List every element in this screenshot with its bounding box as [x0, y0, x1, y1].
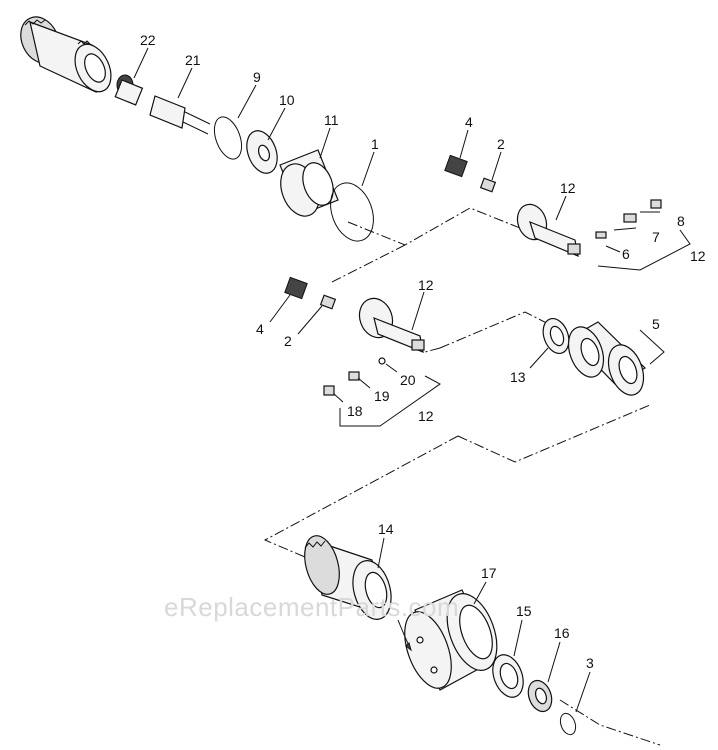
- callout-6: 6: [622, 246, 630, 262]
- part-3-ring: [559, 712, 577, 736]
- callout-12-middle: 12: [418, 277, 434, 293]
- middle-bushing-2: [319, 294, 337, 310]
- watermark-text: eReplacementParts.com: [164, 592, 459, 622]
- middle-plunger-18-19-20: [323, 357, 386, 396]
- part-21-shaft: [114, 74, 211, 135]
- part-13-shim: [542, 317, 570, 355]
- part-17-outer-drum: [397, 589, 498, 691]
- callout-4-middle: 4: [256, 321, 264, 337]
- callout-4-upper: 4: [465, 114, 473, 130]
- callout-5: 5: [652, 316, 660, 332]
- callout-12-upper: 12: [560, 180, 576, 196]
- leader-lines: [133, 47, 691, 713]
- callout-1: 1: [371, 136, 379, 152]
- part-5-bearing-pair: [567, 321, 647, 396]
- callout-21: 21: [185, 52, 201, 68]
- callout-13: 13: [510, 369, 526, 385]
- callout-9: 9: [253, 69, 261, 85]
- part-9-snap-ring: [213, 116, 243, 160]
- upper-bushing-2: [479, 177, 497, 193]
- callout-8: 8: [677, 213, 685, 229]
- callout-2-middle: 2: [284, 333, 292, 349]
- callout-12-middle-group: 12: [418, 408, 434, 424]
- callout-22: 22: [140, 32, 156, 48]
- part-1-o-ring: [330, 182, 374, 242]
- callout-18: 18: [347, 403, 363, 419]
- callout-17: 17: [481, 565, 497, 581]
- callout-14: 14: [378, 521, 394, 537]
- part-16-nut: [527, 679, 553, 713]
- callout-20: 20: [400, 372, 416, 388]
- callout-11: 11: [324, 112, 339, 128]
- callout-7: 7: [652, 229, 660, 245]
- callout-3: 3: [586, 655, 594, 671]
- callout-19: 19: [374, 388, 390, 404]
- callout-12-upper-group: 12: [690, 248, 706, 264]
- upper-bearing-4: [444, 154, 468, 178]
- part-11-housing: [279, 149, 339, 217]
- callout-10: 10: [279, 92, 295, 108]
- upper-plunger-6-7-8: [595, 199, 662, 239]
- part-15-washer: [492, 654, 524, 698]
- part-14-drive-sleeve: [304, 535, 392, 620]
- callout-15: 15: [516, 603, 532, 619]
- part-10-washer: [246, 130, 278, 174]
- middle-bearing-4: [284, 276, 308, 300]
- callout-16: 16: [554, 625, 570, 641]
- callout-2-upper: 2: [497, 136, 505, 152]
- callout-labels: 22 21 9 10 11 1 4 2 12 8 7 6 12 4 2 12 2…: [140, 32, 706, 671]
- part-22-splined-sleeve: [20, 16, 112, 93]
- middle-carrier-12: [358, 297, 425, 353]
- upper-carrier-12: [516, 203, 581, 257]
